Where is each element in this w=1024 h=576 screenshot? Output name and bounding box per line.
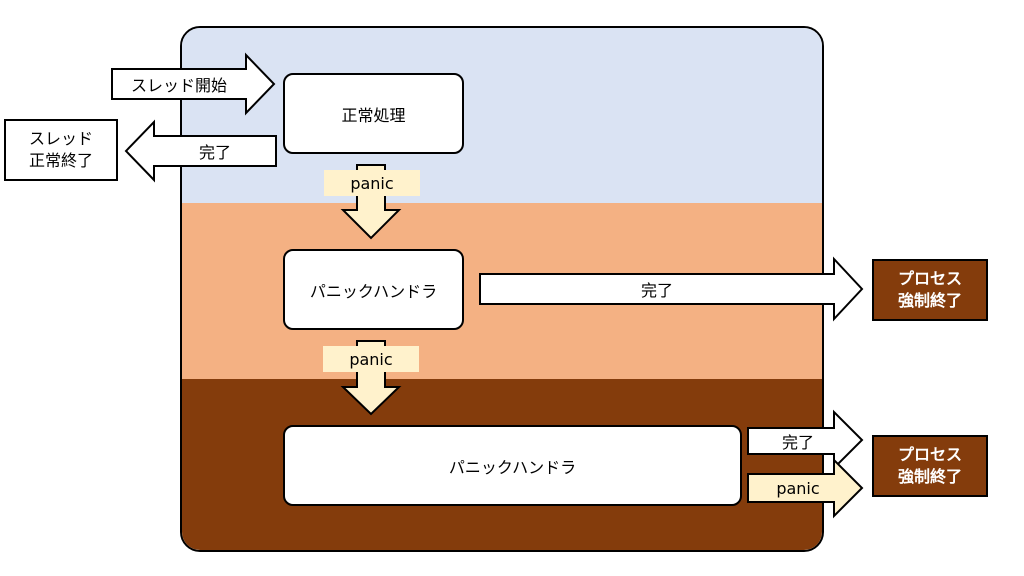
normal-done-arrow: [124, 119, 277, 183]
handler2-panic-arrow: [747, 457, 864, 519]
normal-process-box: 正常処理: [283, 73, 464, 154]
process-kill-box-1: プロセス 強制終了: [872, 259, 988, 321]
process-kill-box-2: プロセス 強制終了: [872, 435, 988, 497]
panic-handler-box-1: パニックハンドラ: [283, 249, 464, 330]
start-arrow: [111, 52, 276, 116]
panic-tag-2: panic: [323, 346, 419, 372]
thread-normal-end-box: スレッド 正常終了: [4, 119, 118, 181]
panic-handler-box-2: パニックハンドラ: [283, 425, 742, 506]
handler2-done-arrow: [747, 409, 864, 471]
handler1-done-arrow: [479, 256, 864, 322]
panic-tag-1: panic: [324, 170, 420, 196]
